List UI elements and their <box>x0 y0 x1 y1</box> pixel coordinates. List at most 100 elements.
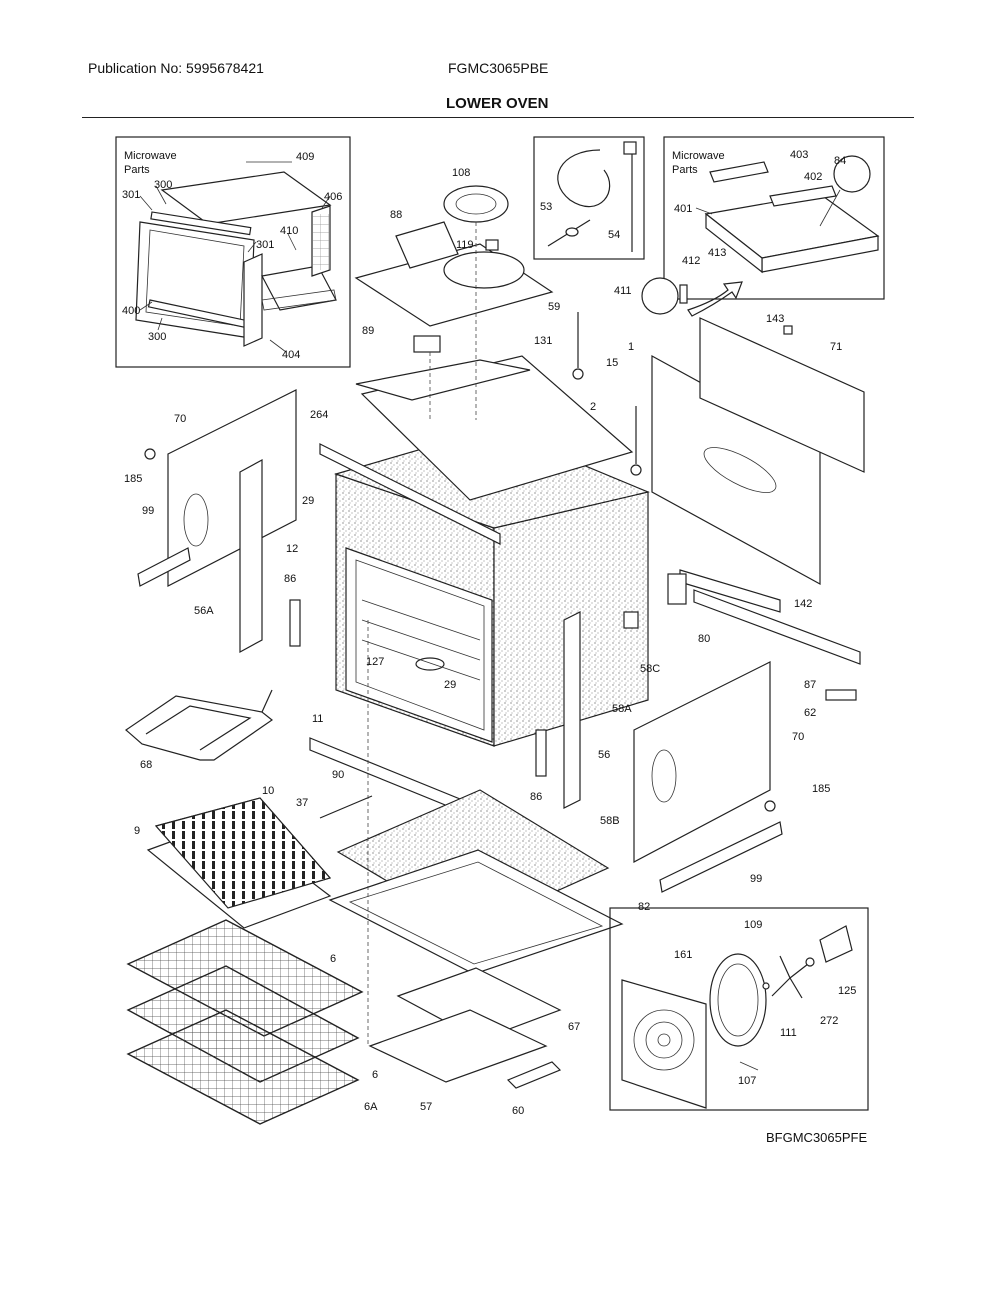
part-86-left <box>289 599 301 647</box>
callout-70: 70 <box>792 731 804 743</box>
bracket-88 <box>395 221 459 269</box>
part-86-right <box>535 729 547 777</box>
callout-2: 2 <box>590 401 596 413</box>
callout-56: 56 <box>598 749 610 761</box>
bracket-58C <box>623 611 639 629</box>
callout-29: 29 <box>444 679 456 691</box>
microwave-parts-inset-right: Microwave Parts <box>641 136 885 317</box>
inset-right-title-1: Microwave <box>672 150 725 162</box>
callout-12: 12 <box>286 543 298 555</box>
callout-161: 161 <box>674 949 692 961</box>
bracket-403 <box>709 161 769 183</box>
bake-element-68 <box>125 689 274 761</box>
callout-70: 70 <box>174 413 186 425</box>
part-119 <box>485 239 499 251</box>
callout-111: 111 <box>780 1027 797 1039</box>
callout-56A: 56A <box>194 605 214 617</box>
callout-57: 57 <box>420 1101 432 1113</box>
vent-ring <box>443 251 525 289</box>
inset-right-title-2: Parts <box>672 164 698 176</box>
callout-15: 15 <box>606 357 618 369</box>
glass-410 <box>261 265 337 311</box>
side-panel-70-left <box>167 389 297 587</box>
bracket-99-left <box>137 547 191 587</box>
callout-84: 84 <box>834 155 846 167</box>
arrow-413 <box>687 281 743 317</box>
callout-58C: 58C <box>640 663 660 675</box>
callout-413: 413 <box>708 247 726 259</box>
channel-56A <box>239 458 263 654</box>
callout-109: 109 <box>744 919 762 931</box>
callout-1: 1 <box>628 341 634 353</box>
fan-blade-109 <box>771 955 809 999</box>
vent-59 <box>354 243 554 327</box>
callout-86: 86 <box>284 573 296 585</box>
fan-element-161 <box>709 953 767 1047</box>
callout-68: 68 <box>140 759 152 771</box>
publication-number: Publication No: 5995678421 <box>88 60 264 76</box>
callout-labels: 409 300 301 406 301 410 400 300 404 108 … <box>122 149 856 1117</box>
callout-264: 264 <box>310 409 328 421</box>
callout-185: 185 <box>812 783 830 795</box>
callout-300: 300 <box>148 331 166 343</box>
callout-99: 99 <box>750 873 762 885</box>
sensor-inset <box>533 136 645 260</box>
sensor-wire-53 <box>557 149 611 208</box>
inset-left-title-1: Microwave <box>124 150 177 162</box>
callout-127: 127 <box>366 656 384 668</box>
callout-108: 108 <box>452 167 470 179</box>
channel-56 <box>563 611 581 809</box>
callout-99: 99 <box>142 505 154 517</box>
callout-6: 6 <box>330 953 336 965</box>
grommet-185-left <box>144 448 156 460</box>
callout-400: 400 <box>122 305 140 317</box>
callout-60: 60 <box>512 1105 524 1117</box>
panel-409 <box>160 171 332 225</box>
callout-89: 89 <box>362 325 374 337</box>
fan-cover-107 <box>621 979 707 1109</box>
strip-60 <box>506 1061 562 1089</box>
callout-37: 37 <box>296 797 308 809</box>
callout-80: 80 <box>698 633 710 645</box>
callout-6A: 6A <box>364 1101 378 1113</box>
rail-87 <box>693 589 861 665</box>
seal-404 <box>261 289 337 311</box>
callout-82: 82 <box>638 901 650 913</box>
callout-86: 86 <box>530 791 542 803</box>
callout-53: 53 <box>540 201 552 213</box>
nut-111 <box>762 982 770 990</box>
callout-10: 10 <box>262 785 274 797</box>
part-37 <box>319 795 373 819</box>
callout-87: 87 <box>804 679 816 691</box>
bottom-frame-82 <box>328 849 624 975</box>
callout-301: 301 <box>122 189 140 201</box>
callout-411: 411 <box>614 285 632 297</box>
motor-125 <box>819 925 853 963</box>
side-panel-70-right <box>633 661 771 863</box>
callout-29: 29 <box>302 495 314 507</box>
callout-90: 90 <box>332 769 344 781</box>
grommet-185-right <box>764 800 776 812</box>
callout-59: 59 <box>548 301 560 313</box>
callout-401: 401 <box>674 203 692 215</box>
callout-300: 300 <box>154 179 172 191</box>
callout-142: 142 <box>794 598 812 610</box>
callout-143: 143 <box>766 313 784 325</box>
plate-57 <box>368 1009 548 1083</box>
convection-fan-inset <box>609 907 869 1111</box>
part-89 <box>413 335 441 353</box>
trim-300-top <box>150 211 252 236</box>
detail-84 <box>833 155 871 193</box>
model-number: FGMC3065PBE <box>448 60 549 76</box>
callout-62: 62 <box>804 707 816 719</box>
microwave-parts-inset-left: Microwave Parts <box>115 136 351 368</box>
bracket-99-right <box>659 821 783 893</box>
bracket-80 <box>667 573 687 605</box>
callout-107: 107 <box>738 1075 756 1087</box>
callout-185: 185 <box>124 473 142 485</box>
callout-11: 11 <box>312 713 323 725</box>
callout-125: 125 <box>838 985 856 997</box>
callout-406: 406 <box>324 191 342 203</box>
rear-panel-71 <box>699 317 865 473</box>
callout-119: 119 <box>456 239 474 251</box>
